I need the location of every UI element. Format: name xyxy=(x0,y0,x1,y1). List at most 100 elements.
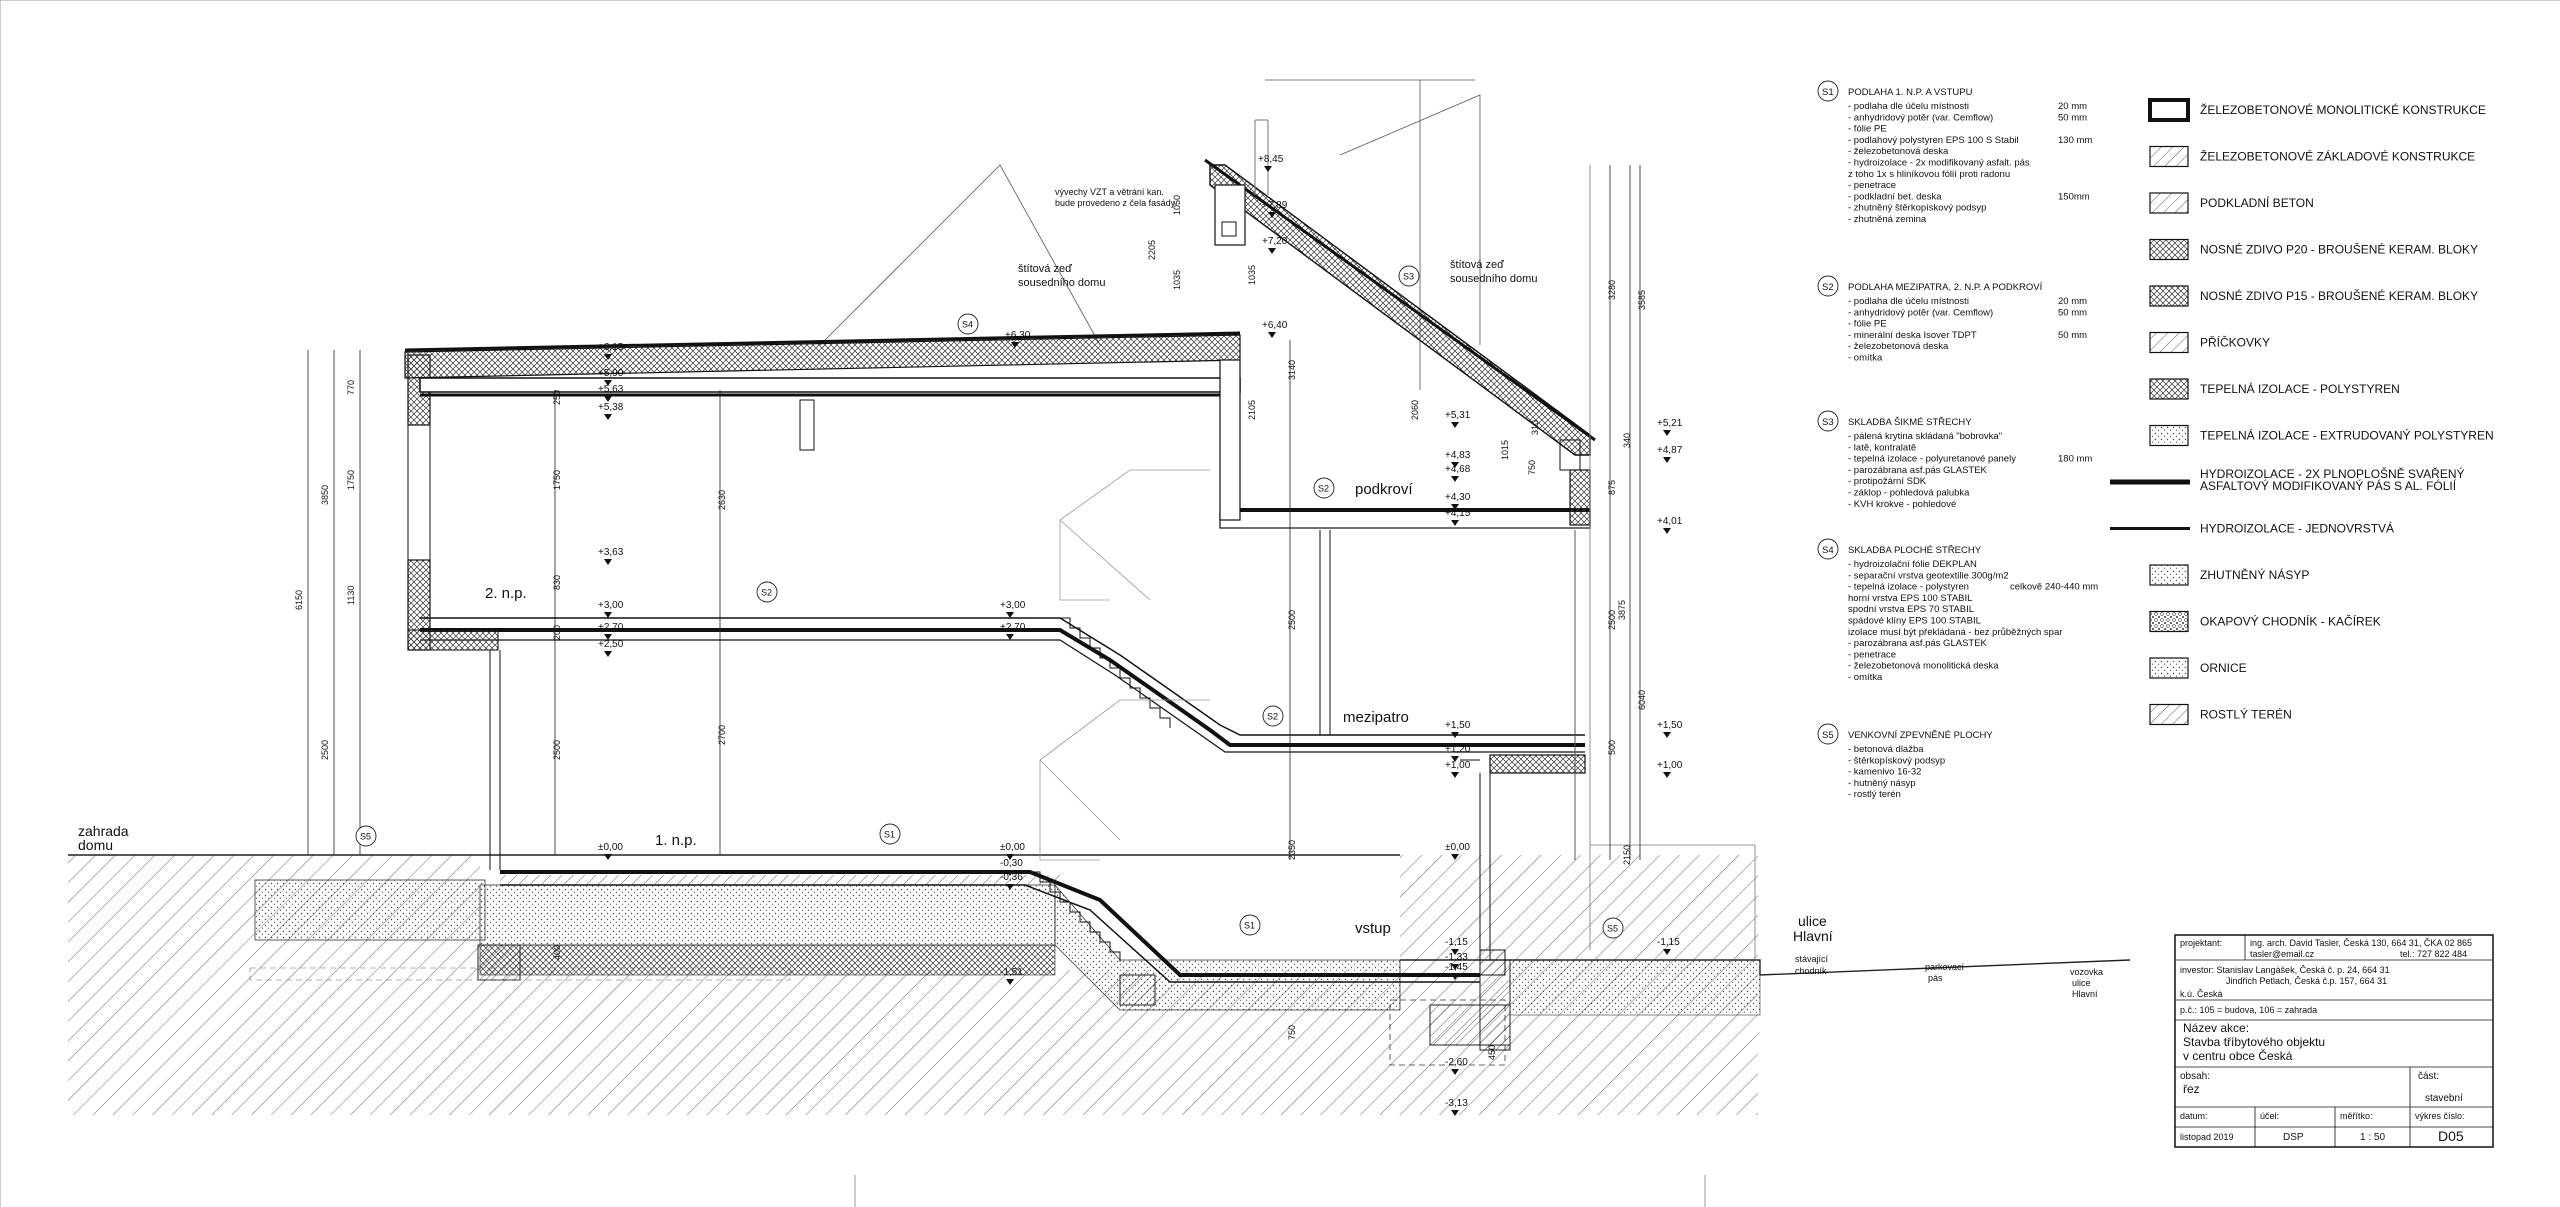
tb-cast: stavební xyxy=(2425,1093,2463,1104)
level-value: -0,30 xyxy=(1000,858,1023,869)
spec-line: spádové klíny EPS 100 STABIL xyxy=(1848,616,1981,627)
spec-tag xyxy=(1817,410,1839,432)
tb-ku: k.ú. Česká xyxy=(2180,989,2223,999)
dimension-value: 2500 xyxy=(552,740,562,760)
spec-line: spodní vrstva EPS 70 STABIL xyxy=(1848,604,1974,615)
legend-item: ŽELEZOBETONOVÉ MONOLITICKÉ KONSTRUKCE xyxy=(2148,98,2486,122)
legend-swatch xyxy=(2149,564,2189,586)
dimension-value: 2700 xyxy=(717,725,727,745)
section-tag-label: S5 xyxy=(1607,924,1618,934)
legend-item: PODKLADNÍ BETON xyxy=(2149,192,2314,214)
dimension-chains-left xyxy=(307,165,1641,860)
tb-nazev-label: Název akce: xyxy=(2183,1021,2249,1035)
legend-swatch xyxy=(2149,378,2189,400)
level-marker: -1,51 xyxy=(1000,967,1023,985)
spec-line: - rostlý terén xyxy=(1848,789,1901,800)
level-value: +4,01 xyxy=(1657,516,1683,527)
legend-item: ZHUTNĚNÝ NÁSYP xyxy=(2149,564,2309,586)
level-value: ±0,00 xyxy=(1445,842,1470,853)
spec-line: - omítka xyxy=(1848,672,1883,683)
spec-line: - zhutněná zemina xyxy=(1848,214,1927,225)
level-value: +1,50 xyxy=(1445,720,1471,731)
level-value: -1,51 xyxy=(1000,967,1023,978)
section-tag-s2 xyxy=(756,581,778,603)
spec-line: - záklop - pohledová palubka xyxy=(1848,488,1970,499)
legend-label: HYDROIZOLACE - JEDNOVRSTVÁ xyxy=(2200,521,2394,536)
level-marker: +7,20 xyxy=(1262,236,1288,254)
spec-thickness: 20 mm xyxy=(2058,101,2087,112)
level-marker: -2,60 xyxy=(1445,1057,1468,1075)
dimension-value: 3875 xyxy=(1617,600,1627,620)
dimension-value: 1130 xyxy=(346,586,356,605)
spec-tag xyxy=(1817,723,1839,745)
level-value: -0,36 xyxy=(1000,872,1023,883)
legend-item: HYDROIZOLACE - JEDNOVRSTVÁ xyxy=(2110,521,2394,536)
spec-thickness: 50 mm xyxy=(2058,307,2087,318)
level-value: +7,20 xyxy=(1262,236,1288,247)
section-tag-s1 xyxy=(1239,914,1261,936)
level-value: +5,38 xyxy=(598,402,624,413)
level-value: +2,70 xyxy=(1000,622,1026,633)
tb-cast-label: část: xyxy=(2418,1071,2439,1082)
level-value: +5,31 xyxy=(1445,410,1471,421)
spec-line: - podlaha dle účelu místnosti xyxy=(1848,296,1969,307)
spec-line: - železobetonová monolitická deska xyxy=(1848,661,1999,672)
spec-line: - podkladní bet. deska xyxy=(1848,191,1942,202)
label-np2: 2. n.p. xyxy=(485,585,527,602)
legend-label: PŘÍČKOVKY xyxy=(2200,335,2270,350)
dimension-value: 750 xyxy=(1527,460,1537,475)
dimension-value: 2350 xyxy=(1287,840,1297,860)
level-marker: -3,13 xyxy=(1445,1098,1468,1116)
spec-line: - kamenivo 16-32 xyxy=(1848,767,1921,778)
level-value: +3,63 xyxy=(598,547,624,558)
spec-title: SKLADBA ŠIKMÉ STŘECHY xyxy=(1848,417,1972,428)
dimension-value: 340 xyxy=(1622,433,1632,448)
tb-pc: p.č.: 105 = budova, 106 = zahrada xyxy=(2180,1005,2317,1015)
spec-tag xyxy=(1817,538,1839,560)
tb-investor-2: Jindřich Petlach, Česká č.p. 157, 664 31 xyxy=(2226,976,2387,986)
building-section xyxy=(404,119,1756,983)
spec-line: - minerální deska Isover TDPT xyxy=(1848,330,1977,341)
spec-line: - hydroizolace - 2x modifikovaný asfalt.… xyxy=(1848,158,2030,169)
spec-line: - tepelná izolace - polystyren xyxy=(1848,582,1969,593)
spec-line: - penetrace xyxy=(1848,649,1896,660)
level-marker: +7,89 xyxy=(1262,200,1288,218)
dimension-value: 400 xyxy=(552,945,562,960)
level-marker: +6,15 xyxy=(598,342,624,360)
spec-line: horní vrstva EPS 100 STABIL xyxy=(1848,593,1972,604)
spec-line: - separační vrstva geotextilie 300g/m2 xyxy=(1848,570,2009,581)
spec-line: - pálená krytina skládaná "bobrovka" xyxy=(1848,431,2002,442)
level-value: +3,00 xyxy=(1000,600,1026,611)
label-stavajici: stávající xyxy=(1795,954,1829,964)
label-stitova1b: sousedního domu xyxy=(1018,277,1105,289)
dimension-value: 1050 xyxy=(1172,195,1182,215)
label-domu: domu xyxy=(78,837,113,853)
label-np1: 1. n.p. xyxy=(655,832,697,849)
level-marker: +4,30 xyxy=(1445,492,1471,510)
dimension-value: 310 xyxy=(1530,420,1540,435)
spec-line: - hutněný násyp xyxy=(1848,778,1916,789)
legend-item: ROSTLÝ TERÉN xyxy=(2149,703,2292,726)
section-tag-label: S5 xyxy=(360,832,371,842)
level-value: +4,68 xyxy=(1445,464,1471,475)
spec-line: - zhutněný štěrkopískový podsyp xyxy=(1848,203,1986,214)
label-vzt1: vývechy VZT a větrání kan. xyxy=(1055,187,1164,197)
label-podkrovi: podkroví xyxy=(1355,481,1413,498)
spec-line: - anhydridový potěr (var. Cemflow) xyxy=(1848,307,1993,318)
tb-nazev-1: Stavba tříbytového objektu xyxy=(2183,1035,2325,1049)
legend-swatch xyxy=(2149,192,2189,214)
level-marker: +5,90 xyxy=(598,368,624,386)
label-hlavni: Hlavní xyxy=(1793,928,1833,944)
legend-label: ORNICE xyxy=(2200,661,2247,675)
legend-label: HYDROIZOLACE - 2X PLNOPLOŠNĚ SVAŘENÝ xyxy=(2200,466,2465,481)
level-value: +5,21 xyxy=(1657,418,1683,429)
level-marker: +4,87 xyxy=(1657,445,1683,463)
level-marker: -0,30 xyxy=(1000,858,1023,876)
level-marker: -0,36 xyxy=(1000,872,1023,890)
tb-projektant: ing. arch. David Tasler, Česká 130, 664 … xyxy=(2250,938,2472,948)
spec-thickness: 50 mm xyxy=(2058,112,2087,123)
spec-tag-label: S1 xyxy=(1822,87,1834,98)
label-vozovka: vozovka xyxy=(2070,967,2103,977)
spec-line: - fólie PE xyxy=(1848,124,1887,135)
level-marker: +2,70 xyxy=(598,622,624,640)
